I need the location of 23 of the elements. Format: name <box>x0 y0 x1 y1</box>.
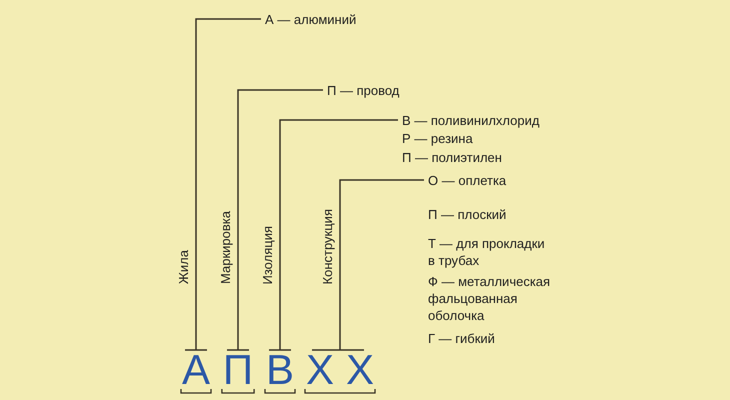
code-description: Г — гибкий <box>428 330 495 346</box>
leader-line <box>268 119 399 351</box>
code-description: Р — резина <box>402 130 473 147</box>
edge-label: Изоляция <box>260 226 275 284</box>
code-letter: В <box>266 350 294 390</box>
code-letter: Х <box>346 350 374 390</box>
code-description: П — полиэтилен <box>402 148 502 166</box>
edge-label: Жила <box>176 250 191 284</box>
leader-line <box>311 179 425 351</box>
code-letter: П <box>222 350 254 390</box>
code-description: Ф — металлическая фальцованная оболочка <box>428 272 552 324</box>
code-description: А — алюминий <box>265 10 356 28</box>
code-description: П — плоский <box>428 206 506 222</box>
edge-label: Конструкция <box>320 209 335 284</box>
leader-line <box>184 18 262 351</box>
edge-label: Маркировка <box>218 211 233 284</box>
leader-line <box>226 89 324 351</box>
code-description: П — провод <box>327 82 400 98</box>
code-letter: Х <box>306 350 334 390</box>
code-description: О — оплетка <box>428 172 506 188</box>
code-description: Т — для прокладки в трубах <box>428 234 546 268</box>
code-description: В — поливинилхлорид <box>402 112 540 128</box>
code-letter: А <box>182 350 210 390</box>
